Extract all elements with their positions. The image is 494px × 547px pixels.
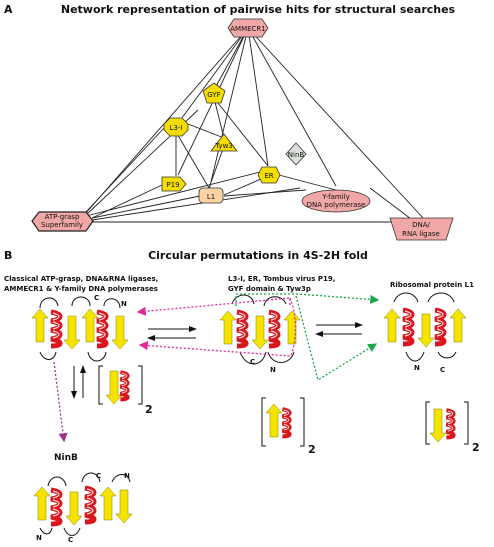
node-l1: L1 xyxy=(198,187,224,204)
node-er: ER xyxy=(257,166,281,184)
edge-ammecr1-l1 xyxy=(208,27,249,191)
struct3-c-label: C xyxy=(440,366,445,374)
panel-a-letter: A xyxy=(4,3,13,16)
node-tyw3-label: Tyw3 xyxy=(214,142,233,150)
node-l3i: L3-I xyxy=(163,117,189,137)
node-ammecr1: AMMECR1 xyxy=(227,18,269,38)
edge-l1-yfam xyxy=(223,189,307,197)
arrow-to-ninb xyxy=(53,361,68,443)
edge-l3i-atp xyxy=(85,127,165,213)
group3-label: Ribosomal protein L1 xyxy=(390,281,474,289)
edge-ammecr1-gyf xyxy=(213,27,249,91)
edge-ammecr1-l3i xyxy=(175,27,249,127)
node-dna-ligase: DNA/ RNA ligase xyxy=(389,217,454,241)
edge-ammecr1-er xyxy=(247,27,269,167)
node-ammecr1-label: AMMECR1 xyxy=(230,25,266,33)
ninb-c-bottom-label: C xyxy=(68,536,73,544)
edge-gyf-er xyxy=(213,97,269,167)
node-tyw3: Tyw3 xyxy=(210,133,238,152)
node-ninb: NinB xyxy=(285,142,307,166)
node-atp-label-2: Superfamily xyxy=(41,221,83,229)
node-p19-label: P19 xyxy=(166,181,179,189)
node-er-label: ER xyxy=(264,172,273,180)
panel-a-title: Network representation of pairwise hits … xyxy=(61,3,456,16)
edge-er-atp xyxy=(85,169,269,217)
dimer-2-count: 2 xyxy=(308,443,316,456)
node-yfamily: Y-family DNA polymerase xyxy=(301,189,371,213)
group2-label-2: GYF domain & Tyw3p xyxy=(228,285,311,293)
ninb-n-bottom-label: N xyxy=(36,534,42,542)
edge-atp-p19 xyxy=(91,184,163,219)
edge-ammecr1-dna xyxy=(247,27,436,232)
dimer-3-count: 2 xyxy=(472,441,480,454)
node-gyf: GYF xyxy=(202,82,226,104)
node-atp-label-1: ATP-grasp xyxy=(45,213,80,221)
edge-l3i-l1 xyxy=(175,131,210,189)
node-gyf-label: GYF xyxy=(207,91,220,99)
node-l3i-label: L3-I xyxy=(170,124,183,132)
struct3-n-label: N xyxy=(414,364,420,372)
edge-tyw3-l1 xyxy=(208,145,225,189)
node-ninb-label: NinB xyxy=(288,151,305,159)
permutation-arrows-magenta xyxy=(136,297,297,357)
struct2-c-label: C xyxy=(250,358,255,366)
node-dna-label-2: RNA ligase xyxy=(402,230,440,238)
struct1-c-label: C xyxy=(94,294,99,302)
edge-ammecr1-yfam xyxy=(247,27,337,187)
node-atp-grasp: ATP-grasp Superfamily xyxy=(31,211,94,232)
dimer-bracket-1: 2 xyxy=(98,365,153,416)
ninb-label: NinB xyxy=(54,453,78,463)
equilibrium-arrows-vertical xyxy=(71,365,86,399)
dimer-1-count: 2 xyxy=(145,403,153,416)
node-yfamily-label-2: DNA polymerase xyxy=(307,201,366,209)
edge-yfam-dna xyxy=(369,187,416,223)
ninb-n-top-label: N xyxy=(124,472,130,480)
node-dna-label-1: DNA/ xyxy=(412,221,430,229)
dimer-bracket-2: 2 xyxy=(261,397,316,456)
network-nodes: AMMECR1 GYF L3-I Tyw3 NinB ER P1 xyxy=(31,18,454,241)
structure-ninb: C N N C xyxy=(33,472,133,544)
group1-label-1: Classical ATP-grasp, DNA&RNA ligases, xyxy=(4,275,158,283)
node-yfamily-label-1: Y-family xyxy=(321,193,350,201)
permutation-arrows-green xyxy=(235,293,380,382)
structure-l1: N C xyxy=(383,292,467,374)
structure-l3i: C N xyxy=(219,294,301,374)
group1-label-2: AMMECR1 & Y-family DNA polymerases xyxy=(4,285,158,293)
structure-classical: C N xyxy=(31,294,129,362)
edge-l3i-tyw3 xyxy=(187,123,225,139)
struct2-n-label: N xyxy=(270,366,276,374)
equilibrium-arrows-1 xyxy=(147,326,197,341)
network-edges xyxy=(84,27,436,232)
node-p19: P19 xyxy=(161,176,187,192)
equilibrium-arrows-2 xyxy=(315,322,363,337)
edge-gyf-tyw3 xyxy=(213,97,225,139)
panel-b-letter: B xyxy=(4,249,12,262)
dimer-bracket-3: 2 xyxy=(425,401,480,454)
edge-atp-l1 xyxy=(91,195,201,219)
struct1-n-label: N xyxy=(121,300,127,308)
ninb-c-top-label: C xyxy=(96,472,101,480)
panel-b-title: Circular permutations in 4S-2H fold xyxy=(148,249,368,262)
group2-label-1: L3-I, ER, Tombus virus P19, xyxy=(228,275,335,283)
node-l1-label: L1 xyxy=(207,193,215,201)
